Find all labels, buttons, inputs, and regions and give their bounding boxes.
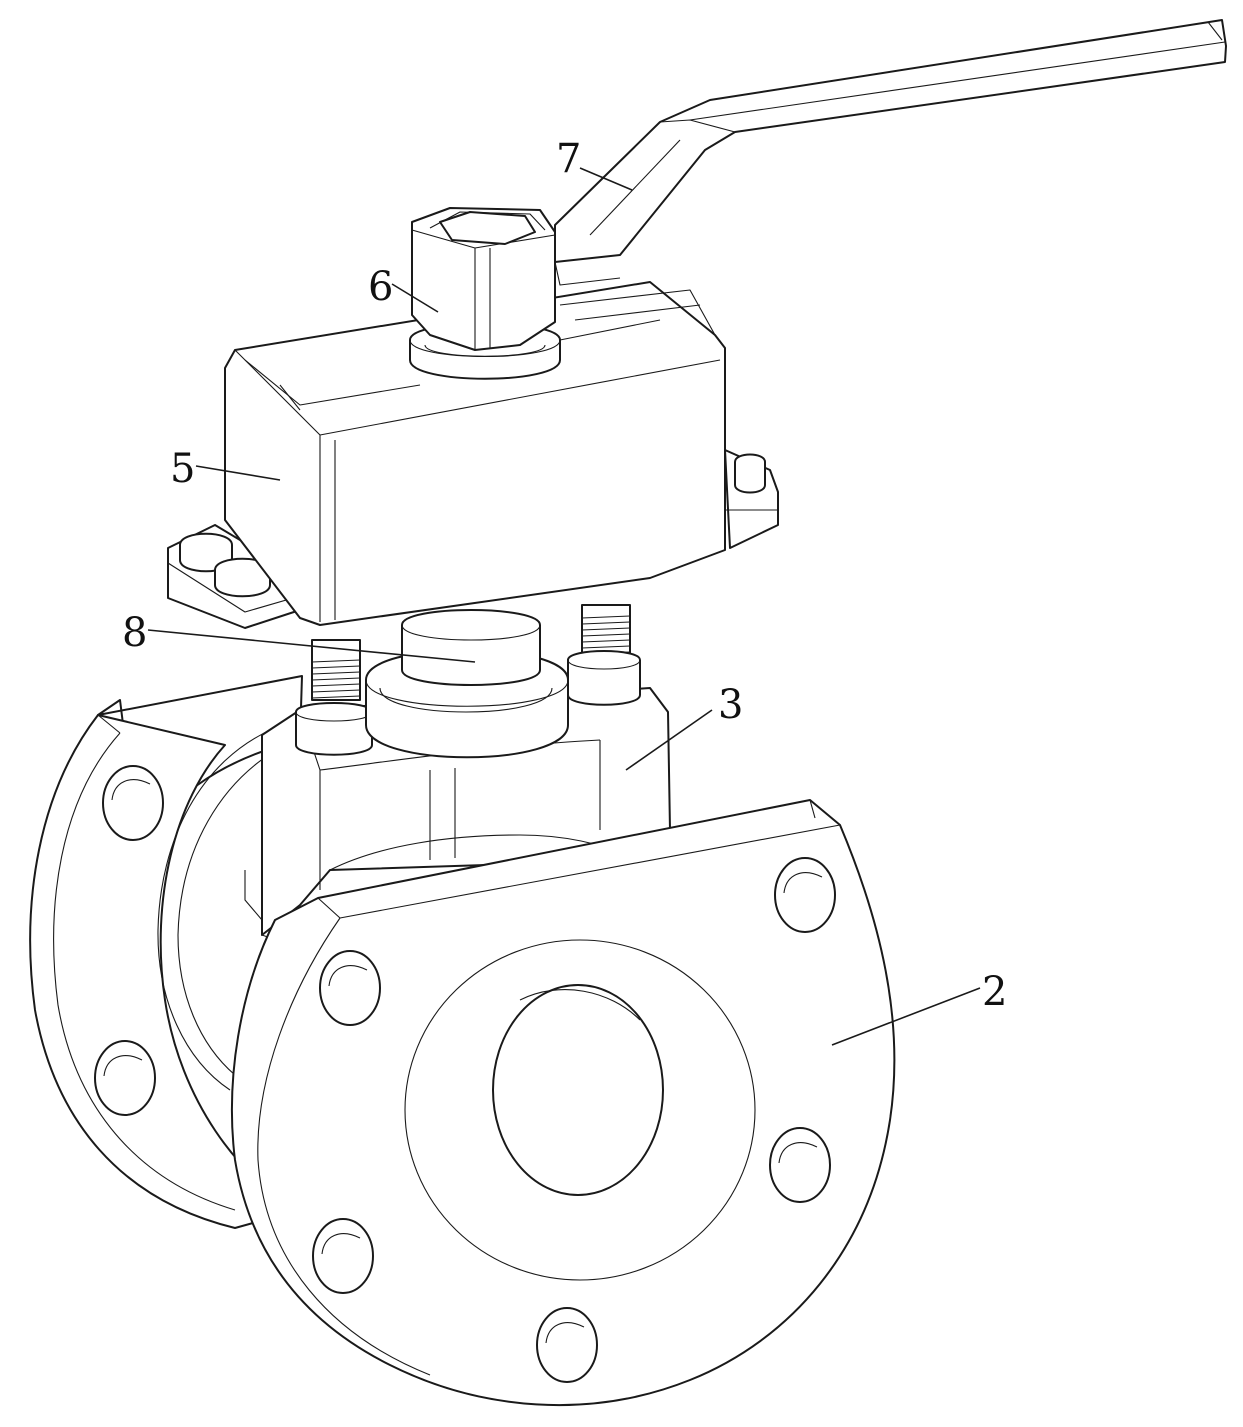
front-flange — [230, 799, 896, 1407]
hex-drive-nut — [409, 207, 561, 380]
callout-2: 2 — [982, 969, 1007, 1015]
leader-6 — [391, 283, 439, 313]
leader-2 — [831, 987, 981, 1046]
rear-flange — [29, 675, 303, 1229]
callout-3: 3 — [718, 682, 743, 728]
leader-lines — [147, 167, 981, 1046]
leader-7 — [579, 167, 633, 191]
gearbox-housing — [167, 281, 779, 629]
mounting-studs — [295, 604, 641, 756]
callout-7: 7 — [556, 136, 581, 182]
lever-handle — [554, 19, 1227, 286]
callout-5: 5 — [170, 446, 195, 492]
stem-neck — [365, 609, 569, 759]
callout-labels: 7 6 5 8 3 2 — [122, 136, 1007, 1015]
leader-5 — [195, 465, 281, 481]
callout-8: 8 — [122, 610, 147, 656]
leader-3 — [625, 709, 713, 771]
leader-8 — [147, 629, 476, 663]
callout-6: 6 — [368, 264, 393, 310]
